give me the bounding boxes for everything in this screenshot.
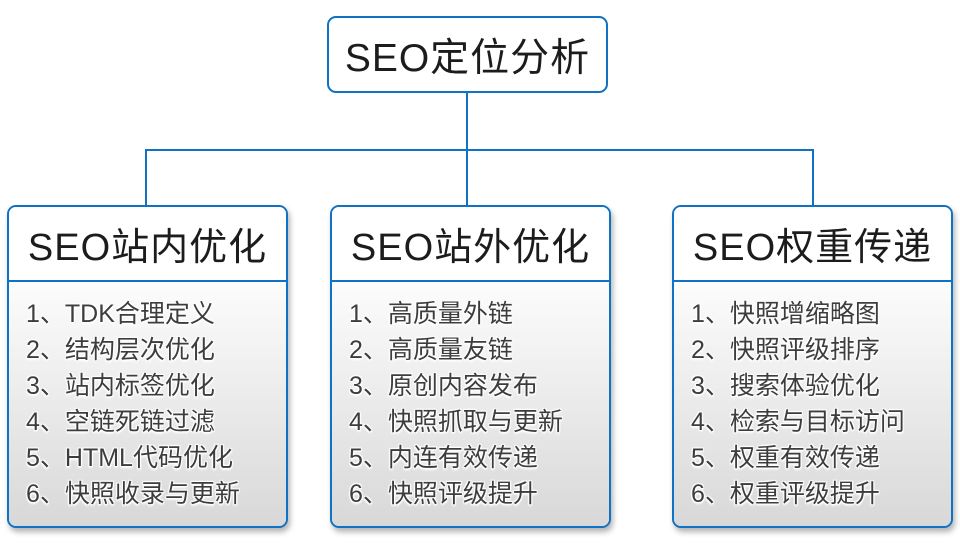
root-node-title: SEO定位分析 [344,36,591,80]
branch-column-onsite: SEO站内优化 1、TDK合理定义 2、结构层次优化 3、站内标签优化 4、空链… [7,205,288,528]
list-item: 1、TDK合理定义 [26,300,215,328]
list-item: 3、原创内容发布 [349,372,538,400]
branch-header-label: SEO站外优化 [350,227,591,269]
list-item: 5、权重有效传递 [691,444,880,472]
branch-header-onsite: SEO站内优化 [9,207,286,282]
branch-header-weight: SEO权重传递 [674,207,951,282]
list-item: 2、结构层次优化 [26,336,215,364]
list-item: 1、高质量外链 [349,300,513,328]
branch-list-weight: 1、快照增缩略图 2、快照评级排序 3、搜索体验优化 4、检索与目标访问 5、权… [674,282,951,526]
list-item: 2、快照评级排序 [691,336,880,364]
branch-list-offsite: 1、高质量外链 2、高质量友链 3、原创内容发布 4、快照抓取与更新 5、内连有… [332,282,609,526]
list-item: 3、搜索体验优化 [691,372,880,400]
list-item: 6、权重评级提升 [691,480,880,508]
connector-root-vertical [466,93,468,150]
list-item: 6、快照评级提升 [349,480,538,508]
list-item: 1、快照增缩略图 [691,300,880,328]
branch-header-offsite: SEO站外优化 [332,207,609,282]
list-item: 4、快照抓取与更新 [349,408,563,436]
connector-left-drop [145,149,147,205]
list-item: 5、HTML代码优化 [26,444,233,472]
branch-header-label: SEO权重传递 [692,227,933,269]
list-item: 2、高质量友链 [349,336,513,364]
list-item: 3、站内标签优化 [26,372,215,400]
branch-list-onsite: 1、TDK合理定义 2、结构层次优化 3、站内标签优化 4、空链死链过滤 5、H… [9,282,286,526]
connector-right-drop [812,149,814,205]
list-item: 4、检索与目标访问 [691,408,905,436]
branch-header-label: SEO站内优化 [27,227,268,269]
root-node-seo-positioning: SEO定位分析 [327,16,608,93]
list-item: 5、内连有效传递 [349,444,538,472]
list-item: 6、快照收录与更新 [26,480,240,508]
connector-middle-drop [466,149,468,205]
branch-column-offsite: SEO站外优化 1、高质量外链 2、高质量友链 3、原创内容发布 4、快照抓取与… [330,205,611,528]
connector-horizontal-bus [145,149,814,151]
branch-column-weight: SEO权重传递 1、快照增缩略图 2、快照评级排序 3、搜索体验优化 4、检索与… [672,205,953,528]
list-item: 4、空链死链过滤 [26,408,215,436]
